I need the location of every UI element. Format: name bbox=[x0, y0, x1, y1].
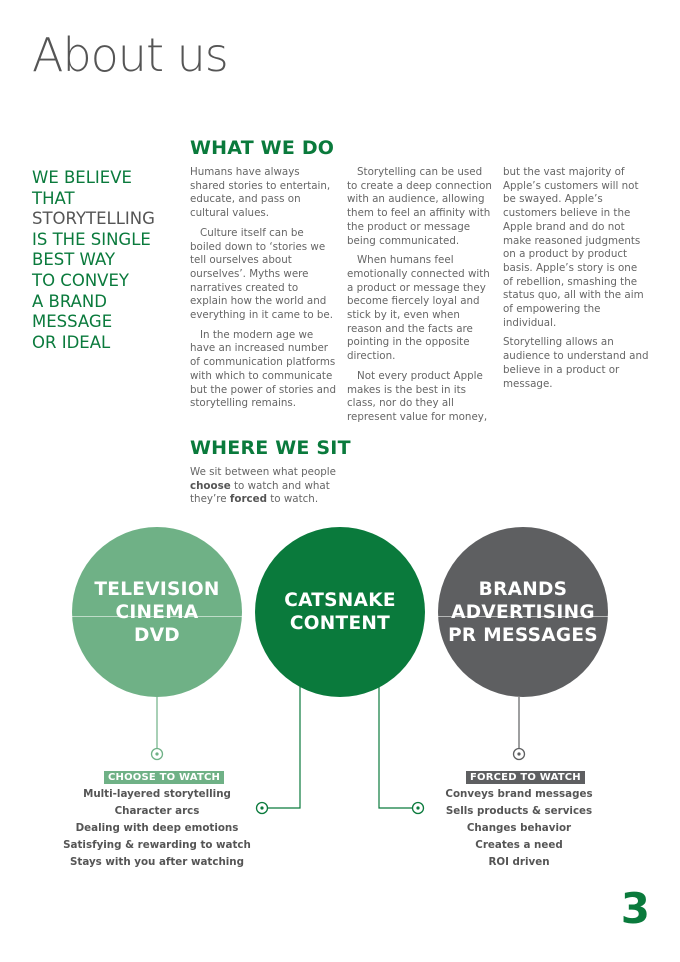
right-stem-node-dot-icon bbox=[517, 752, 521, 756]
belief-line: MESSAGE bbox=[32, 312, 113, 332]
where-we-sit-heading: WHERE WE SIT bbox=[190, 437, 351, 459]
belief-line: TO CONVEY bbox=[32, 270, 129, 290]
what-we-do-column-2: Storytelling can be used to create a dee… bbox=[347, 166, 493, 431]
list-item: ROI driven bbox=[488, 856, 550, 868]
paragraph: When humans feel emotionally connected w… bbox=[347, 254, 490, 363]
belief-line: BEST WAY bbox=[32, 250, 116, 270]
left-circle-divider bbox=[72, 616, 242, 617]
list-item: Creates a need bbox=[475, 839, 563, 851]
page-title: About us bbox=[32, 28, 229, 82]
circle-line: PR MESSAGES bbox=[448, 624, 598, 646]
where-text-part-2: to watch and what they’re bbox=[190, 479, 330, 506]
belief-line: WE BELIEVE bbox=[32, 168, 132, 187]
list-item: Character arcs bbox=[114, 805, 200, 817]
forced-word: forced bbox=[229, 493, 267, 506]
circle-line: CONTENT bbox=[289, 613, 391, 634]
page-number: 3 bbox=[620, 884, 650, 933]
where-text-part-3: to watch. bbox=[266, 493, 319, 506]
center-left-node-dot-icon bbox=[260, 806, 264, 810]
belief-line: IS THE SINGLE bbox=[32, 229, 151, 249]
circle-line: DVD bbox=[134, 624, 180, 646]
where-text-part-1: We sit between what people bbox=[190, 466, 336, 478]
center-right-branch-line bbox=[378, 680, 412, 809]
what-we-do-heading: WHAT WE DO bbox=[190, 137, 335, 159]
list-item: Satisfying & rewarding to watch bbox=[63, 839, 251, 851]
list-item: Dealing with deep emotions bbox=[75, 822, 239, 834]
paragraph: but the vast majority of Apple’s custome… bbox=[503, 166, 644, 329]
where-we-sit-text: We sit between what people choose to wat… bbox=[190, 466, 340, 507]
paragraph: Storytelling allows an audience to under… bbox=[503, 336, 649, 390]
forced-to-watch-label: FORCED TO WATCH bbox=[466, 771, 585, 784]
belief-line: STORYTELLING bbox=[32, 209, 155, 229]
center-left-branch-line bbox=[268, 680, 301, 809]
paragraph: Culture itself can be boiled down to ‘st… bbox=[190, 226, 334, 322]
list-item: Sells products & services bbox=[445, 805, 593, 817]
left-stem-node-dot-icon bbox=[155, 752, 159, 756]
list-item: Changes behavior bbox=[466, 822, 572, 834]
paragraph: Humans have always shared stories to ent… bbox=[190, 166, 331, 220]
belief-line: THAT bbox=[32, 188, 75, 208]
circle-line: BRANDS bbox=[478, 578, 568, 600]
belief-line: A BRAND bbox=[32, 291, 107, 311]
circle-line: CATSNAKE bbox=[284, 590, 396, 611]
paragraph: In the modern age we have an increased n… bbox=[190, 328, 336, 410]
center-right-node-dot-icon bbox=[416, 806, 420, 810]
choose-word: choose bbox=[190, 479, 231, 492]
what-we-do-column-1: Humans have always shared stories to ent… bbox=[190, 166, 336, 417]
circle-line: ADVERTISING bbox=[451, 601, 595, 623]
what-we-do-column-3: but the vast majority of Apple’s custome… bbox=[503, 166, 649, 397]
circle-line: CINEMA bbox=[115, 601, 199, 623]
circle-line: TELEVISION bbox=[94, 578, 220, 600]
right-circle-divider bbox=[438, 616, 608, 617]
list-item: Conveys brand messages bbox=[445, 788, 593, 800]
choose-to-watch-label: CHOOSE TO WATCH bbox=[104, 771, 225, 784]
list-item: Stays with you after watching bbox=[69, 856, 245, 868]
paragraph: Storytelling can be used to create a dee… bbox=[347, 166, 492, 247]
paragraph: Not every product Apple makes is the bes… bbox=[347, 369, 488, 423]
list-item: Multi-layered storytelling bbox=[83, 788, 231, 800]
belief-line: OR IDEAL bbox=[32, 332, 111, 352]
